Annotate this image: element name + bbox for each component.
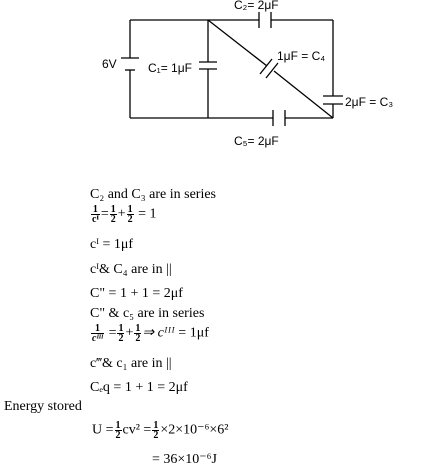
c3-label: 2μF = C₃ [345, 95, 393, 109]
parallel-ciii-c1: c‴& c₁ are in || [90, 356, 172, 371]
c5-label: C₅= 2μF [234, 134, 279, 148]
energy-heading: Energy stored [4, 399, 82, 414]
c2-label: C₂= 2μF [234, 0, 279, 12]
series-c2-c3: C₂ and C₃ are in series [90, 187, 217, 202]
series-c-double-c5: C" & c₅ are in series [90, 306, 205, 321]
c4-label: 1μF = C₄ [277, 49, 325, 63]
ci-value: cᴵ = 1μf [90, 237, 134, 252]
parallel-ci-c4: cᴵ& C₄ are in || [90, 262, 172, 277]
ceq-value: Cₑq = 1 + 1 = 2μf [90, 380, 188, 395]
c-double-value: C" = 1 + 1 = 2μf [90, 286, 183, 301]
circuit-diagram: C₂= 2μF 6V C₁= 1μF 1μF = C₄ 2μF = C₃ C₅=… [102, 0, 393, 148]
battery-label: 6V [102, 57, 117, 71]
energy-result: = 36×10⁻⁶J [152, 452, 218, 467]
c1-label: C₁= 1μF [148, 61, 192, 75]
